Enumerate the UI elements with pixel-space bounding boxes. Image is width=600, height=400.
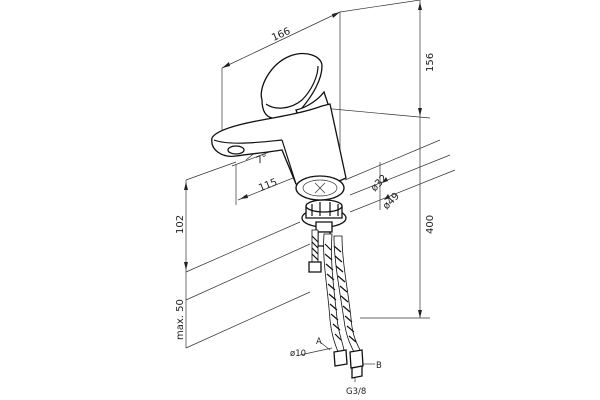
dim-width-166: 166 bbox=[270, 26, 292, 44]
spout-body bbox=[211, 103, 347, 187]
dim-spout-height-102: 102 bbox=[175, 215, 186, 234]
supply-hoses bbox=[308, 229, 364, 379]
dim-max-50: max. 50 bbox=[175, 299, 186, 340]
dim-thread-g38: G3/8 bbox=[346, 387, 366, 397]
faucet-body bbox=[211, 52, 347, 247]
dim-diameter-32: ø32 bbox=[369, 173, 390, 194]
dim-angle-7: 7° bbox=[255, 152, 270, 166]
dim-hose-diameter-10: ø10 bbox=[290, 349, 306, 359]
spout-outlet bbox=[227, 145, 245, 155]
dim-height-156: 156 bbox=[425, 53, 436, 72]
dim-diameter-49: ø49 bbox=[381, 191, 402, 212]
hose-fitting-2 bbox=[349, 349, 364, 369]
hose-fitting-1 bbox=[333, 349, 348, 367]
dim-reach-115: 115 bbox=[257, 177, 279, 194]
label-point-a: A bbox=[316, 337, 322, 347]
base-disc-inner bbox=[302, 179, 338, 197]
label-point-b: B bbox=[376, 361, 382, 371]
dim-total-400: 400 bbox=[425, 215, 436, 234]
dimension-lines bbox=[184, 0, 456, 382]
lever-handle bbox=[260, 52, 323, 120]
